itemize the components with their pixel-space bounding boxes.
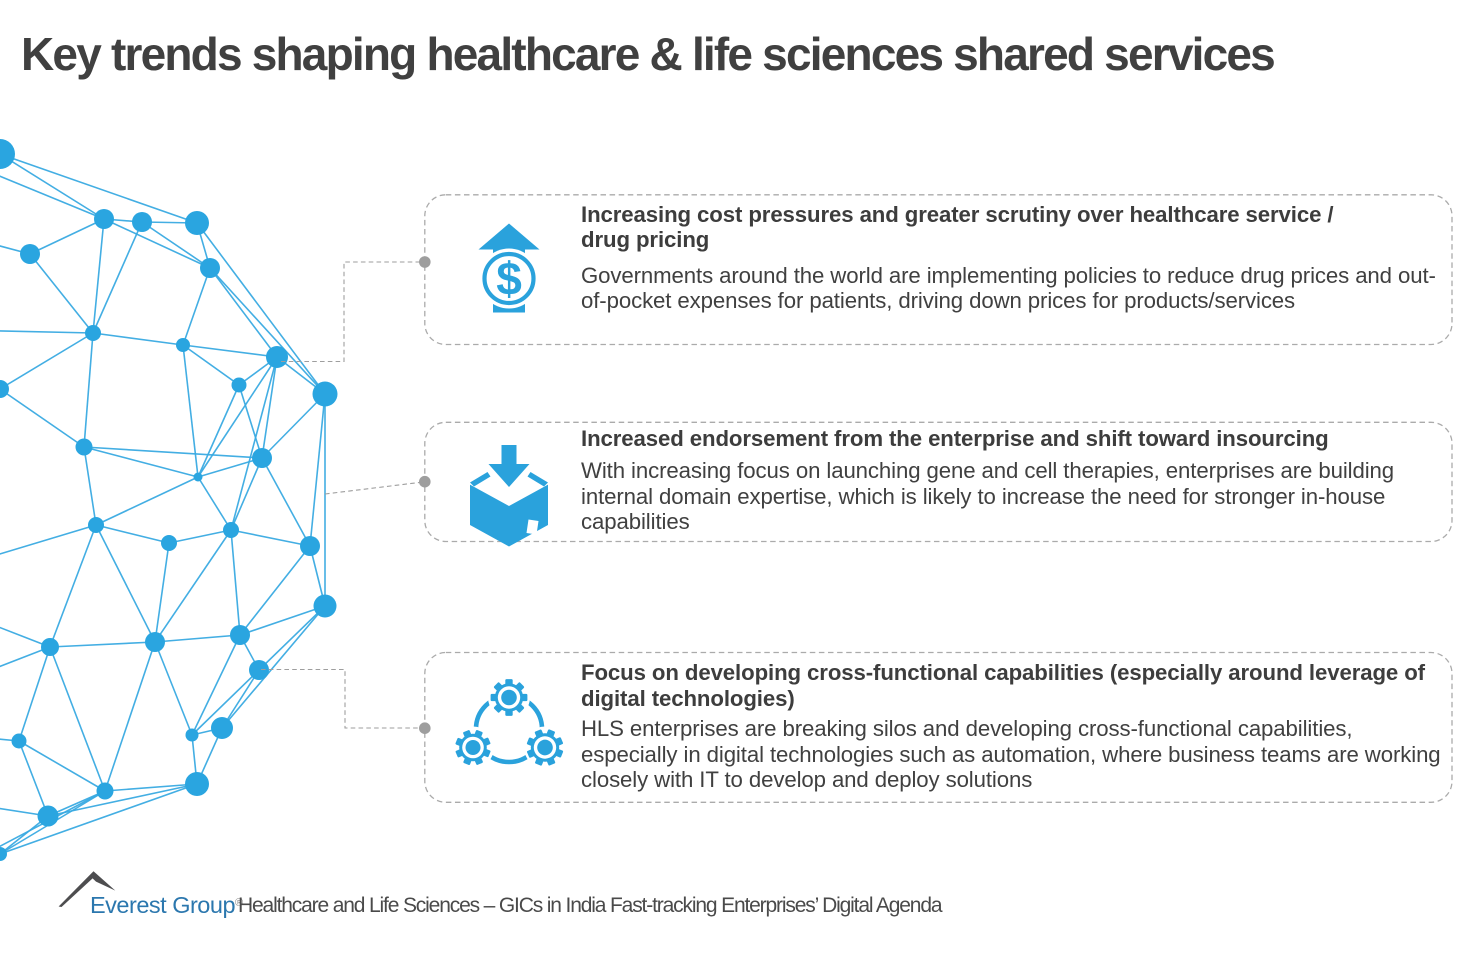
svg-text:$: $ <box>496 253 522 305</box>
